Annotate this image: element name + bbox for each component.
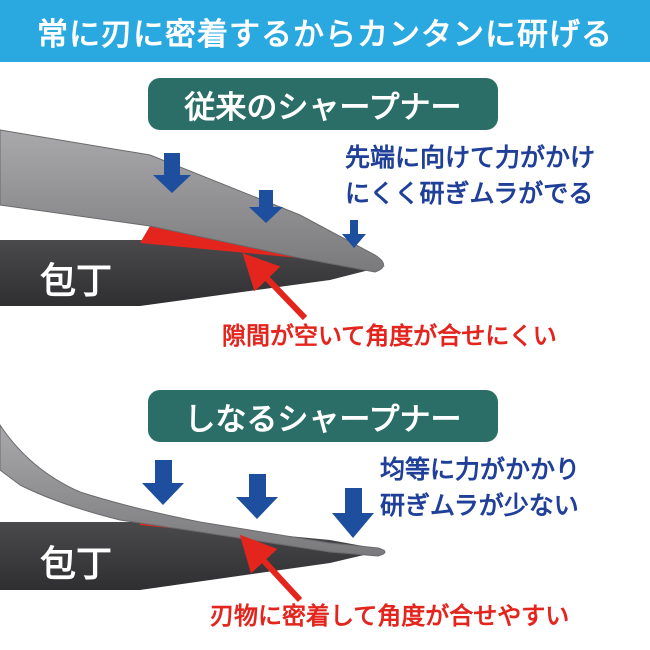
down-arrow-icon [142,460,184,505]
down-arrow-icon [249,190,283,223]
flexible-scene [0,424,386,603]
flexible-note-line1: 均等に力がかかり [380,455,581,484]
conventional-title-pill: 従来のシャープナー [148,78,498,130]
conventional-note: 先端に向けて力がかけ にくく研ぎムラがでる [345,140,595,212]
pointer-arrow-icon [242,253,308,321]
gap-warning: 隙間が空いて角度が合せにくい [222,322,557,350]
conventional-sharpener-bar [0,129,384,273]
down-arrow-icon [342,220,366,248]
knife-label: 包丁 [40,261,113,302]
conventional-title: 従来のシャープナー [184,89,462,126]
header-title: 常に刃に密着するからカンタンに研げる [37,16,613,53]
conventional-note-line2: にくく研ぎムラがでる [345,179,594,208]
knife-label: 包丁 [40,544,113,585]
conventional-scene [0,129,385,321]
down-arrow-icon [153,153,191,193]
flexible-title-pill: しなるシャープナー [148,390,498,442]
flexible-title: しなるシャープナー [184,401,462,438]
conventional-note-line1: 先端に向けて力がかけ [345,143,596,172]
header-banner: 常に刃に密着するからカンタンに研げる [0,0,650,62]
flexible-note: 均等に力がかかり 研ぎムラが少ない [380,452,580,524]
down-arrow-icon [236,474,278,519]
flexible-note-line2: 研ぎムラが少ない [380,491,579,520]
fit-note: 刃物に密着して角度が合せやすい [210,602,570,630]
down-arrow-icon [332,488,374,538]
flexible-sharpener-bar [0,424,386,557]
pointer-arrow-icon [239,534,303,603]
